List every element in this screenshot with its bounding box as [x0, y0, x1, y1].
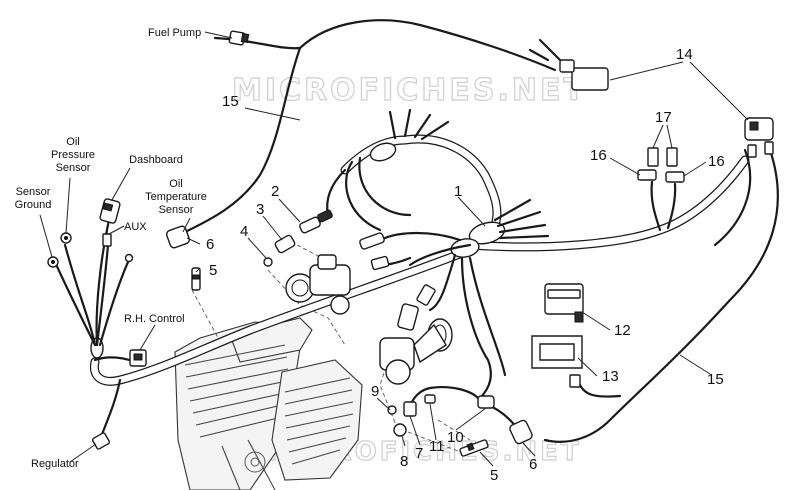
injector-connectors: [359, 232, 436, 331]
connector-14-top: [528, 38, 609, 91]
relay-holder-13: [531, 335, 583, 388]
callout-3: 3: [256, 201, 264, 218]
fuses-17: [647, 147, 678, 232]
aux-connector: [102, 230, 112, 247]
callout-14: 14: [676, 46, 693, 63]
callout-15b: 15: [707, 371, 724, 388]
label-oil-pressure-line1: Oil: [66, 136, 79, 148]
label-rh-control: R.H. Control: [124, 313, 185, 325]
connectors-16: [637, 169, 685, 183]
relay-12: [544, 283, 584, 323]
coil-parts-left: [263, 209, 333, 267]
callout-4: 4: [240, 223, 248, 240]
throttle-body-right: [379, 318, 453, 385]
callout-11: 11: [429, 438, 445, 455]
label-oil-pressure-line3: Sensor: [56, 162, 91, 174]
regulator-connector: [91, 432, 111, 450]
label-dashboard: Dashboard: [129, 154, 183, 166]
oil-temp-connector: [165, 225, 191, 249]
switch-14: [744, 117, 774, 158]
oil-temp-cap-right: [509, 419, 533, 445]
callout-16a: 16: [590, 147, 607, 164]
label-sensor-ground-line2: Ground: [15, 199, 52, 211]
callout-16b: 16: [708, 153, 725, 170]
callout-9: 9: [371, 383, 379, 400]
callout-8: 8: [400, 453, 408, 470]
fuel-pump-connector: [228, 30, 250, 46]
label-regulator: Regulator: [31, 458, 79, 470]
spark-plug-left: [191, 267, 201, 291]
callout-10: 10: [447, 429, 464, 446]
callout-5b: 5: [490, 467, 498, 484]
label-sensor-ground-line1: Sensor: [16, 186, 51, 198]
aux-terminal: [124, 253, 134, 263]
callout-numbers: 1 2 3 4 5 5 6 6 7 8 9 10 11 12 13 14 15 …: [206, 46, 725, 484]
main-harness: [89, 108, 750, 386]
callout-5a: 5: [209, 262, 217, 279]
label-aux: AUX: [124, 221, 147, 233]
callout-12: 12: [614, 322, 631, 339]
branch-wires: [326, 156, 622, 434]
callout-15a: 15: [222, 93, 239, 110]
engine-drawing: [174, 317, 363, 490]
throttle-body-left: [285, 254, 351, 315]
callout-6b: 6: [529, 456, 537, 473]
callout-7: 7: [415, 445, 423, 462]
label-fuel-pump: Fuel Pump: [148, 27, 201, 39]
dashboard-connector: [99, 198, 121, 224]
sensor-ground-terminal: [47, 256, 59, 268]
label-oil-pressure-line2: Pressure: [51, 149, 95, 161]
wire-15: [183, 19, 779, 443]
rh-control-connector: [129, 349, 147, 367]
label-oil-temp-line2: Temperature: [145, 191, 207, 203]
spark-plug-right: [459, 439, 489, 457]
callout-6a: 6: [206, 236, 214, 253]
callout-13: 13: [602, 368, 619, 385]
sensor-parts-bottom: [387, 394, 495, 437]
callout-2: 2: [271, 183, 279, 200]
callout-1: 1: [454, 183, 462, 200]
left-sensor-branches: [53, 213, 137, 442]
label-oil-temp-line1: Oil: [169, 178, 182, 190]
part-labels: Fuel Pump Oil Pressure Sensor Dashboard …: [15, 27, 207, 470]
callout-17: 17: [655, 109, 672, 126]
label-oil-temp-line3: Sensor: [159, 204, 194, 216]
leader-lines: [39, 31, 749, 467]
oil-pressure-connector: [60, 232, 72, 244]
